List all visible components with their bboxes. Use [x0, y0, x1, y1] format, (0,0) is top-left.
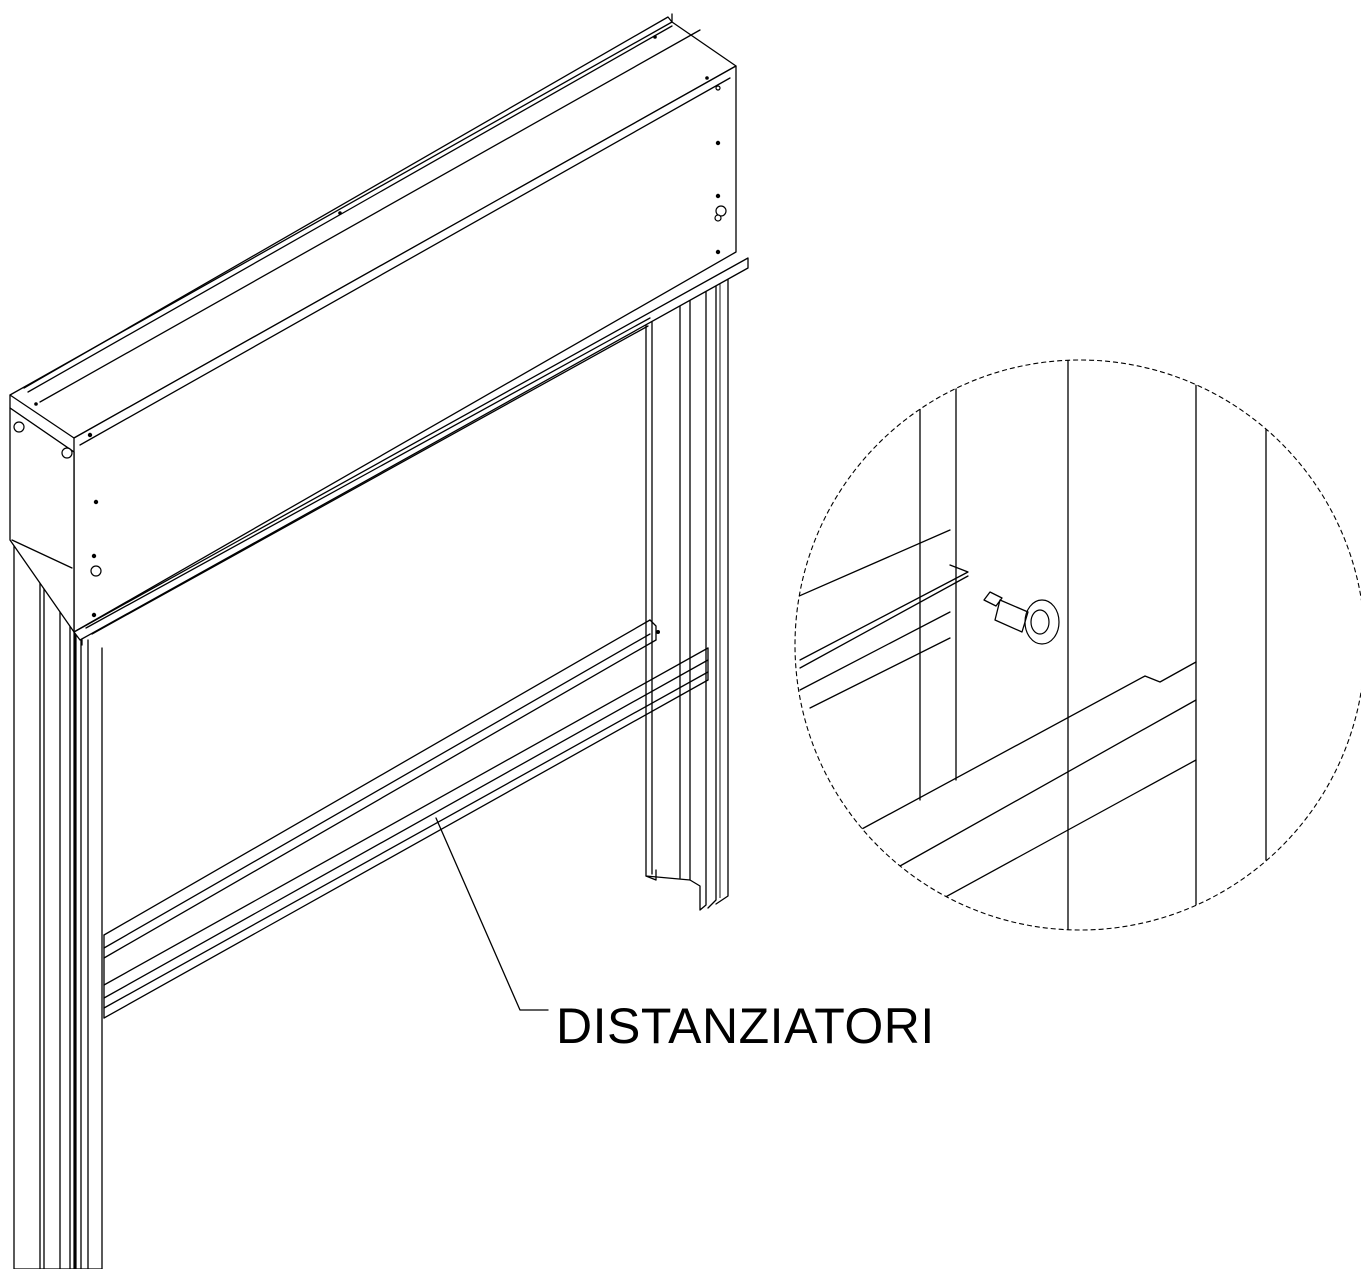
header-box [9, 13, 749, 646]
left-guide-rail [13, 539, 103, 1269]
leader-line [435, 817, 549, 1011]
screw-points [13, 35, 727, 634]
callout-label: DISTANZIATORI [556, 998, 935, 1054]
spacer-bars [103, 619, 709, 1019]
detail-view [794, 359, 1361, 931]
detail-circle [794, 359, 1361, 931]
right-guide-rail [645, 271, 729, 911]
frame-assembly [9, 13, 749, 1269]
callout: DISTANZIATORI [435, 817, 935, 1054]
screw-icon [983, 591, 1060, 645]
